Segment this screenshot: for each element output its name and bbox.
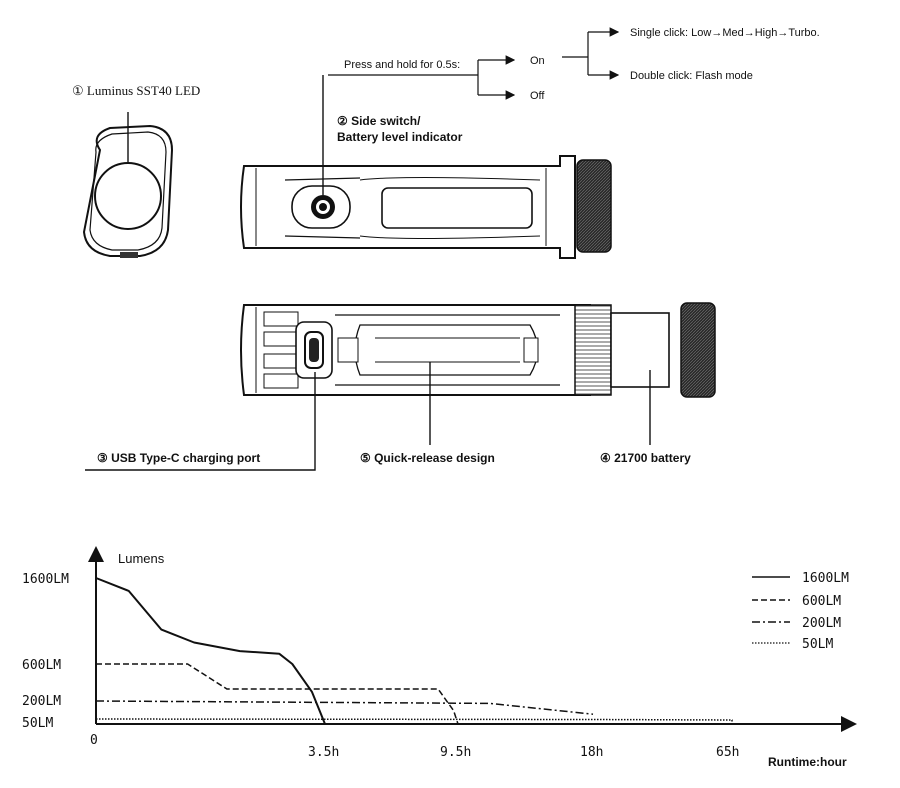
series-line-600lm: [96, 663, 459, 725]
series-layer: [95, 577, 733, 725]
usb-callout-label: ③ USB Type-C charging port: [97, 451, 260, 465]
x-tick-group: 0 3.5h 9.5h 18h 65h: [90, 733, 739, 760]
operation-flow: Press and hold for 0.5s: On Off Single c…: [328, 27, 820, 102]
legend-label-600: 600LM: [802, 594, 841, 609]
series-line-200lm: [95, 700, 594, 715]
legend-label-200: 200LM: [802, 616, 841, 631]
y-tick-label-50: 50LM: [22, 716, 53, 731]
legend-label-50: 50LM: [802, 637, 833, 652]
press-hold-label: Press and hold for 0.5s:: [344, 59, 460, 71]
chart-legend: 1600LM 600LM 200LM 50LM: [752, 571, 849, 652]
y-tick-label-1600: 1600LM: [22, 572, 69, 587]
y-tick-group: 1600LM 600LM 200LM 50LM: [22, 572, 69, 731]
x-tick-label-0: 0: [90, 733, 98, 748]
x-tick-label-3-5h: 3.5h: [308, 745, 339, 760]
led-head-front-view: [82, 124, 174, 258]
usb-callout-line: [85, 372, 316, 471]
battery-callout-label: ④ 21700 battery: [600, 451, 691, 465]
y-axis-label: Lumens: [118, 551, 165, 566]
switch-callout-label-2: Battery level indicator: [337, 130, 463, 144]
x-tick-label-9-5h: 9.5h: [440, 745, 471, 760]
x-tick-label-18h: 18h: [580, 745, 603, 760]
y-tick-label-600: 600LM: [22, 658, 61, 673]
runtime-chart: Lumens Runtime:hour 1600LM 600LM 200LM 5…: [22, 546, 857, 769]
switch-callout-label-1: ② Side switch/: [337, 114, 421, 128]
led-callout-label: ① Luminus SST40 LED: [72, 83, 200, 98]
series-line-1600lm: [95, 577, 326, 725]
off-label: Off: [530, 90, 545, 102]
side-switch-button: [311, 195, 335, 219]
x-axis-label: Runtime:hour: [768, 755, 847, 769]
on-label: On: [530, 55, 545, 67]
single-click-label: Single click: Low→Med→High→Turbo.: [630, 27, 820, 39]
double-click-label: Double click: Flash mode: [630, 70, 753, 82]
flashlight-open-view: [240, 302, 716, 398]
y-tick-label-200: 200LM: [22, 694, 61, 709]
quick-release-callout-label: ⑤ Quick-release design: [360, 451, 495, 465]
x-tick-label-65h: 65h: [716, 745, 739, 760]
flashlight-side-view: [240, 155, 612, 259]
legend-label-1600: 1600LM: [802, 571, 849, 586]
